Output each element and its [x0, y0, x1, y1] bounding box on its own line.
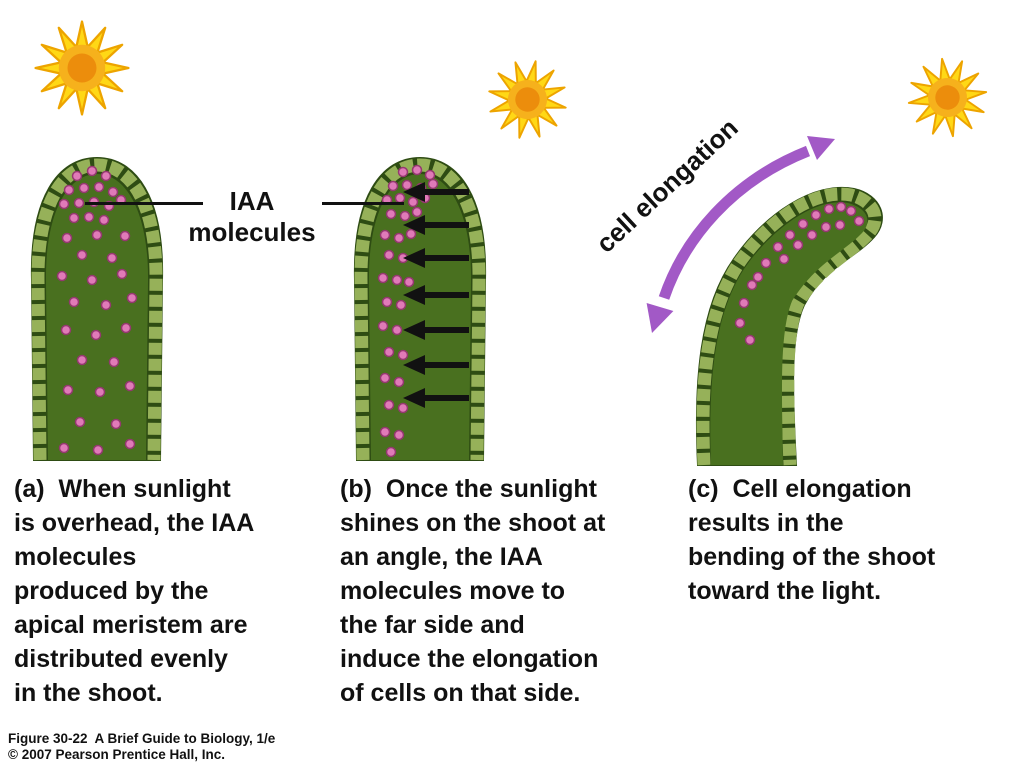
iaa-label-line-right: [322, 202, 404, 205]
sun-icon: [34, 20, 130, 116]
iaa-movement-arrows: [403, 182, 469, 408]
shoot-c-illustration: [646, 136, 883, 466]
iaa-label-line-left: [85, 202, 203, 205]
figure-credit: Figure 30-22 A Brief Guide to Biology, 1…: [8, 731, 276, 762]
caption-c: (c) Cell elongation results in the bendi…: [688, 475, 936, 605]
cell-elongation-arrow: [646, 136, 835, 333]
iaa-molecules-label: IAA molecules: [188, 186, 316, 247]
caption-b: (b) Once the sunlight shines on the shoo…: [340, 475, 606, 707]
sun-icon: [907, 57, 988, 138]
sun-icon: [488, 60, 567, 139]
iaa-molecule-dots: [56, 165, 138, 456]
shoot-b-illustration: [353, 156, 487, 461]
shoot-a-illustration: [30, 156, 164, 461]
iaa-molecule-dots: [734, 201, 865, 346]
caption-a: (a) When sunlight is overhead, the IAA m…: [14, 475, 255, 707]
